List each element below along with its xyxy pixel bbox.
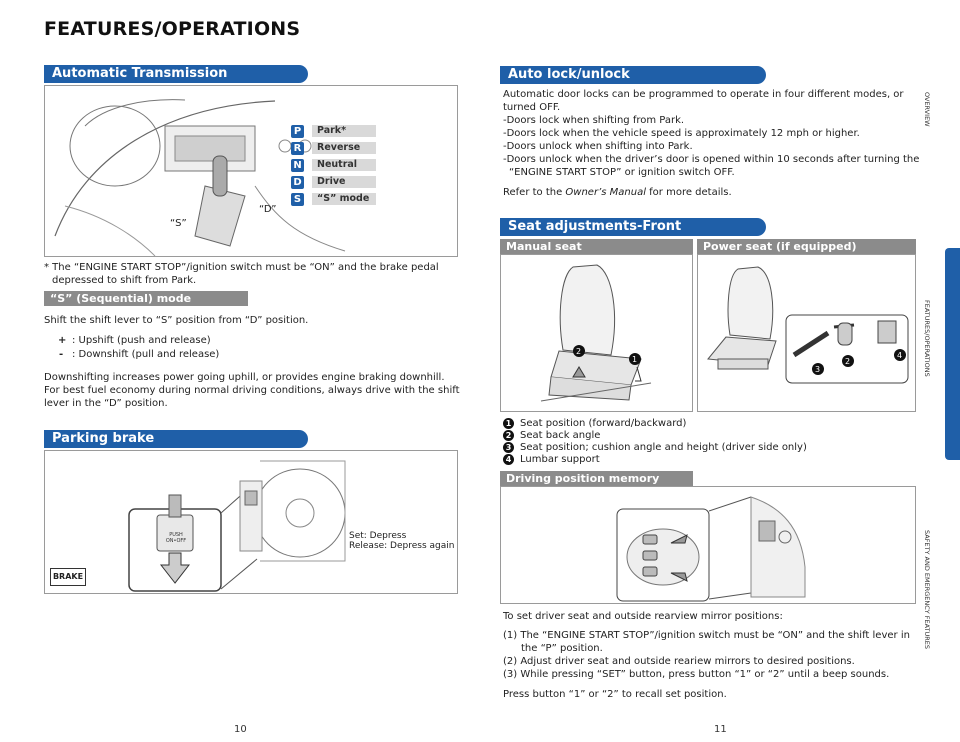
num-badge: 1	[503, 418, 514, 429]
memory-step-1-line-1: (1) The “ENGINE START STOP”/ignition swi…	[503, 630, 910, 641]
gear-label: Park*	[312, 125, 376, 137]
power-seat-illustration: 3 2 4	[697, 254, 916, 412]
gear-row-park: P Park*	[291, 124, 376, 138]
shifter-drawing	[54, 99, 346, 256]
driving-memory-header: Driving position memory	[500, 471, 693, 486]
footnote-line-1: * The “ENGINE START STOP”/ignition switc…	[44, 262, 439, 273]
auto-lock-line-6: -Doors unlock when the driver’s door is …	[503, 154, 920, 165]
gear-label: Reverse	[312, 142, 376, 154]
page-title: FEATURES/OPERATIONS	[44, 18, 301, 40]
gear-letter: R	[291, 141, 304, 155]
memory-buttons-drawing	[616, 496, 806, 602]
owners-manual-ref: Owner’s Manual	[565, 187, 646, 198]
auto-lock-line-7: “ENGINE START STOP” or ignition switch O…	[509, 167, 735, 178]
badge-1: 1	[632, 355, 637, 364]
side-tab-overview[interactable]: OVERVIEW	[923, 92, 931, 127]
auto-lock-refer: Refer to the Owner’s Manual for more det…	[503, 186, 732, 200]
s-mode-body-2: For best fuel economy during normal driv…	[44, 385, 460, 396]
parking-brake-illustration: PUSH ON•OFF BRAKE	[44, 450, 458, 594]
section-header-s-mode: “S” (Sequential) mode	[44, 291, 248, 306]
s-mode-intro: Shift the shift lever to “S” position fr…	[44, 315, 309, 326]
side-tab-safety[interactable]: SAFETY AND EMERGENCY FEATURES	[923, 530, 931, 649]
num-badge: 3	[503, 442, 514, 453]
auto-lock-line-4: -Doors lock when the vehicle speed is ap…	[503, 128, 860, 139]
memory-step-1-line-2: the “P” position.	[521, 643, 603, 654]
badge-3: 3	[815, 365, 820, 374]
gear-row-s-mode: S “S” mode	[291, 192, 376, 206]
side-tab-features[interactable]: FEATURES/OPERATIONS	[923, 300, 931, 377]
seat-item-text: Seat back angle	[520, 430, 601, 441]
memory-recall: Press button “1” or “2” to recall set po…	[503, 689, 727, 700]
manual-seat-illustration: 2 1	[500, 254, 693, 412]
refer-post: for more details.	[645, 187, 732, 198]
badge-4: 4	[897, 351, 902, 360]
section-header-auto-lock: Auto lock/unlock	[500, 66, 766, 84]
refer-pre: Refer to the	[503, 187, 566, 198]
shifter-s-label: “S”	[170, 218, 187, 229]
seat-item-2: 2 Seat back angle	[503, 430, 600, 441]
manual-seat-header: Manual seat	[500, 239, 693, 254]
page-number-left: 10	[234, 724, 247, 735]
auto-lock-line-3: -Doors lock when shifting from Park.	[503, 115, 685, 126]
seat-item-3: 3 Seat position; cushion angle and height…	[503, 442, 807, 453]
gear-label: “S” mode	[312, 193, 376, 205]
minus-symbol: -	[59, 349, 64, 360]
auto-lock-line-5: -Doors unlock when shifting into Park.	[503, 141, 693, 152]
s-mode-body-1: Downshifting increases power going uphil…	[44, 372, 445, 383]
driving-memory-illustration	[500, 486, 916, 604]
parking-brake-drawing	[128, 460, 346, 592]
seat-item-1: 1 Seat position (forward/backward)	[503, 418, 686, 429]
manual-seat-drawing: 2 1	[540, 264, 652, 402]
power-seat-drawing: 3 2 4	[707, 266, 909, 384]
gear-letter: S	[291, 192, 304, 206]
gear-row-neutral: N Neutral	[291, 158, 376, 172]
brake-label: BRAKE	[50, 568, 86, 586]
memory-step-2: (2) Adjust driver seat and outside reari…	[503, 656, 855, 667]
plus-text: : Upshift (push and release)	[72, 335, 211, 346]
section-header-parking-brake: Parking brake	[44, 430, 308, 448]
gear-row-reverse: R Reverse	[291, 141, 376, 155]
parking-brake-release-text: Release: Depress again	[349, 541, 455, 551]
side-tab-active[interactable]	[945, 248, 960, 460]
gear-letter: D	[291, 175, 304, 189]
power-seat-header: Power seat (if equipped)	[697, 239, 916, 254]
gear-row-drive: D Drive	[291, 175, 376, 189]
parking-brake-set-text: Set: Depress	[349, 531, 407, 541]
auto-lock-line-1: Automatic door locks can be programmed t…	[503, 89, 904, 100]
transmission-illustration	[44, 85, 458, 257]
num-badge: 4	[503, 454, 514, 465]
gear-letter: P	[291, 124, 304, 138]
section-header-automatic-transmission: Automatic Transmission	[44, 65, 308, 83]
seat-item-text: Lumbar support	[520, 454, 600, 465]
page-number-right: 11	[714, 724, 727, 735]
footnote-line-2: depressed to shift from Park.	[52, 275, 197, 286]
badge-2-power: 2	[845, 357, 850, 366]
auto-lock-line-2: turned OFF.	[503, 102, 561, 113]
memory-step-3: (3) While pressing “SET” button, press b…	[503, 669, 890, 680]
plus-symbol: +	[58, 335, 67, 346]
gear-label: Neutral	[312, 159, 376, 171]
shifter-d-label: “D”	[259, 204, 277, 215]
seat-item-text: Seat position; cushion angle and height …	[520, 442, 807, 453]
seat-item-text: Seat position (forward/backward)	[520, 418, 687, 429]
seat-item-4: 4 Lumbar support	[503, 454, 600, 465]
minus-text: : Downshift (pull and release)	[72, 349, 220, 360]
num-badge: 2	[503, 430, 514, 441]
gear-label: Drive	[312, 176, 376, 188]
badge-2: 2	[576, 347, 581, 356]
push-button-label: PUSH ON•OFF	[165, 532, 187, 544]
section-header-seat-adjustments: Seat adjustments-Front	[500, 218, 766, 236]
s-mode-body-3: lever in the “D” position.	[44, 398, 168, 409]
gear-letter: N	[291, 158, 304, 172]
memory-intro: To set driver seat and outside rearview …	[503, 611, 783, 622]
